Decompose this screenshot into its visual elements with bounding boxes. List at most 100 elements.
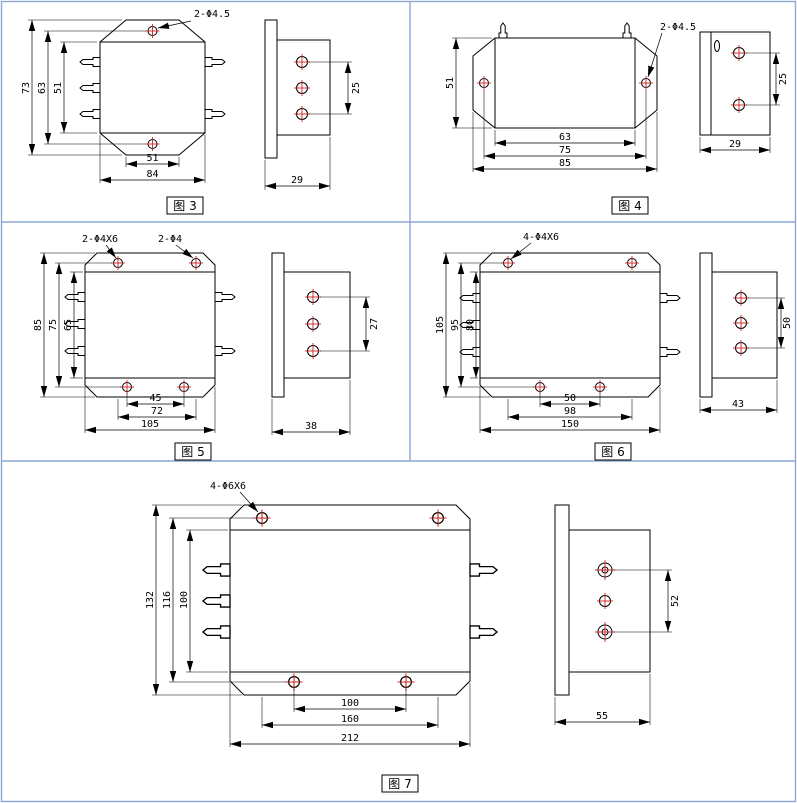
dim-overall-width: 150 xyxy=(561,419,579,430)
dim-overall-width: 85 xyxy=(559,158,571,169)
dim-lower-hole-pitch: 45 xyxy=(149,393,161,404)
terminal xyxy=(204,109,226,119)
dim-overall-height: 85 xyxy=(33,319,44,331)
hole-spec-label: 4-Φ6X6 xyxy=(210,481,246,492)
terminal xyxy=(79,57,101,67)
fig7-front-view: 4-Φ6X6 132 116 100 100 xyxy=(145,481,498,748)
hole-spec-label: 2-Φ4 xyxy=(158,234,182,245)
side-body xyxy=(699,31,771,136)
fig5-hole-callout-right: 2-Φ4 xyxy=(158,234,194,259)
terminal xyxy=(459,347,481,357)
fig3-dim-depth: 29 xyxy=(264,137,331,190)
side-mounting-plate xyxy=(699,252,713,398)
dim-tab-width: 51 xyxy=(146,153,158,164)
dim-depth: 29 xyxy=(729,139,741,150)
terminal-end xyxy=(304,288,322,306)
hole-spec-label: 2-Φ4.5 xyxy=(194,9,230,20)
dim-overall-width: 105 xyxy=(141,419,159,430)
fig5-dim-h1: 45 xyxy=(126,393,185,408)
terminal xyxy=(202,594,231,608)
fig5-dim-v3: 65 xyxy=(63,271,83,379)
mounting-hole xyxy=(119,379,135,395)
mounting-hole xyxy=(500,255,516,271)
hole-spec-label: 2-Φ4X6 xyxy=(82,234,118,245)
dim-lower-hole-pitch: 100 xyxy=(341,698,359,709)
fig6-dim-v3: 80 xyxy=(465,271,480,379)
mounting-hole xyxy=(285,672,303,692)
fig3-plate-outline xyxy=(99,19,206,156)
mounting-hole xyxy=(145,23,160,39)
figure-caption: 图 3 xyxy=(173,199,196,213)
fig5-dim-h2: 72 xyxy=(117,399,197,421)
fig5-dim-depth: 38 xyxy=(271,380,351,436)
terminal xyxy=(659,347,681,357)
fig7-hole-callout: 4-Φ6X6 xyxy=(210,481,259,513)
terminal xyxy=(202,563,231,577)
dim-terminal-pitch: 50 xyxy=(782,317,793,329)
figure-7: 4-Φ6X6 132 116 100 100 xyxy=(145,481,681,793)
dim-depth: 55 xyxy=(596,711,608,722)
terminal xyxy=(64,346,86,356)
fig5-dim-pitch: 27 xyxy=(320,296,380,352)
fig6-side-view: 50 43 xyxy=(699,252,793,414)
fig4-dim-v1: 51 xyxy=(445,37,492,129)
fig4-dim-pitch: 25 xyxy=(746,52,789,106)
mounting-hole xyxy=(145,136,160,152)
mounting-hole xyxy=(253,509,271,528)
terminal-end xyxy=(304,315,322,333)
dim-upper-hole-pitch: 72 xyxy=(151,406,163,417)
terminal xyxy=(459,293,481,303)
fig5-side-view: 27 38 xyxy=(271,252,380,436)
figure-4: 2-Φ4.5 51 63 75 85 xyxy=(445,22,789,215)
fig4-dim-h3: 85 xyxy=(472,112,658,173)
fig3-hole-callout: 2-Φ4.5 xyxy=(157,9,230,29)
dim-overall-height: 132 xyxy=(145,591,156,609)
side-body xyxy=(283,271,351,379)
fig3-side-view: 25 29 xyxy=(264,19,362,190)
fig3-dim-h1: 51 xyxy=(125,153,180,168)
dim-hole-pitch: 116 xyxy=(162,591,173,609)
terminal-end xyxy=(732,289,750,307)
side-mounting-plate xyxy=(271,252,285,398)
terminal-end xyxy=(594,559,616,581)
terminal-end xyxy=(730,96,748,114)
fig5-dim-v1: 85 xyxy=(33,252,95,398)
fig3-dim-v1: 73 xyxy=(21,19,122,156)
terminal-end xyxy=(730,44,748,62)
terminal xyxy=(202,625,231,639)
fig5-hole-callout-left: 2-Φ4X6 xyxy=(82,234,118,259)
dim-body-height: 100 xyxy=(179,591,190,609)
terminal xyxy=(214,346,236,356)
terminal-end xyxy=(732,314,750,332)
dim-terminal-pitch: 52 xyxy=(670,595,681,607)
fig6-dim-v2: 95 xyxy=(450,262,534,388)
mounting-hole xyxy=(624,255,640,271)
mounting-hole xyxy=(638,75,654,91)
side-mounting-plate xyxy=(554,504,570,696)
mounting-hole xyxy=(429,509,447,528)
fig3-dim-pitch: 25 xyxy=(309,61,362,115)
dim-lower-hole-pitch: 50 xyxy=(564,393,576,404)
dim-depth: 29 xyxy=(291,175,303,186)
mounting-hole xyxy=(176,379,192,395)
terminal-end xyxy=(596,592,614,610)
dim-body-width: 63 xyxy=(559,132,571,143)
fig6-dim-h2: 98 xyxy=(507,399,633,421)
fig3-dim-v2: 63 xyxy=(37,30,146,145)
mounting-hole xyxy=(592,379,608,395)
fig6-dim-h1: 50 xyxy=(539,393,601,408)
figure-caption: 图 5 xyxy=(181,445,204,459)
terminal-end xyxy=(293,105,311,123)
fig3-dim-h2: 84 xyxy=(99,135,206,184)
fig5-plate-outline xyxy=(84,252,216,398)
fig4-dim-depth: 29 xyxy=(699,137,771,154)
dim-body-height: 51 xyxy=(445,77,456,89)
fig7-caption: 图 7 xyxy=(381,774,419,793)
fig6-front-view: 4-Φ4X6 105 95 80 50 xyxy=(435,232,681,434)
terminal xyxy=(204,57,226,67)
fig7-dim-depth: 55 xyxy=(554,674,651,726)
terminal-end xyxy=(304,342,322,360)
dim-body-height: 80 xyxy=(465,319,476,331)
